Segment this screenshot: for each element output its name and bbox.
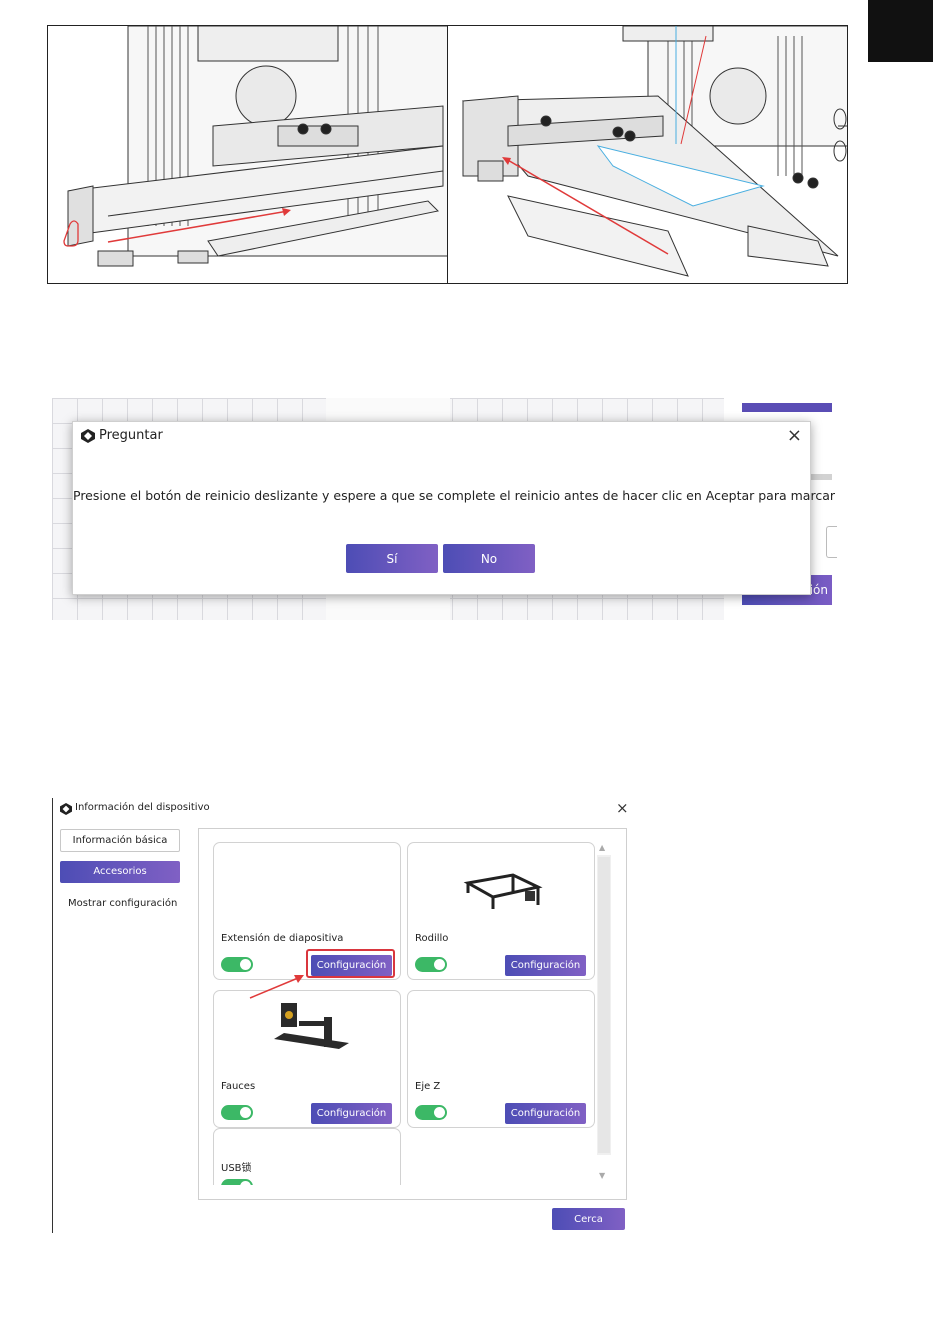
side-input-field[interactable] (826, 526, 837, 558)
ask-dialog: Preguntar × Presione el botón de reinici… (72, 421, 835, 595)
photo-slide-extension-pull (447, 25, 848, 284)
pointer-arrow-icon (249, 975, 304, 999)
accessory-label: Fauces (221, 1081, 256, 1092)
accessory-card-usb-lock: USB锁 (213, 1128, 401, 1185)
app-logo-icon (81, 429, 95, 443)
config-button[interactable]: Configuración (311, 1103, 392, 1124)
app-logo-icon (60, 803, 72, 815)
scroll-up-icon[interactable]: ▲ (599, 843, 606, 852)
no-button[interactable]: No (443, 544, 535, 573)
nav-basic-info[interactable]: Información básica (60, 829, 180, 852)
highlight-frame (306, 949, 395, 978)
scroll-down-icon[interactable]: ▼ (599, 1171, 606, 1180)
photo-slide-extension-push (47, 25, 448, 284)
yes-button[interactable]: Sí (346, 544, 438, 573)
accessory-card-roller: Rodillo Configuración (407, 842, 595, 980)
scrollbar-thumb[interactable] (598, 857, 610, 1153)
accessory-toggle[interactable] (221, 957, 253, 972)
chuck-rotary-icon (274, 1003, 349, 1049)
accessory-toggle[interactable] (221, 1105, 253, 1120)
config-button[interactable]: Configuración (505, 955, 586, 976)
dialog-title: Preguntar (99, 428, 163, 443)
roller-frame-icon (463, 873, 543, 909)
accessory-card-z-axis: Eje Z Configuración (407, 990, 595, 1128)
accessory-label: Rodillo (415, 933, 449, 944)
accessory-toggle[interactable] (221, 1179, 253, 1185)
config-button[interactable]: Configuración (505, 1103, 586, 1124)
accessory-label: Extensión de diapositiva (221, 933, 344, 944)
accessory-card-chuck: Fauces Configuración (213, 990, 401, 1128)
window-title: Información del dispositivo (75, 802, 210, 813)
side-divider (808, 474, 832, 480)
window-edge (52, 798, 53, 1233)
dialog-message: Presione el botón de reinicio deslizante… (73, 488, 835, 503)
close-icon[interactable]: × (616, 799, 629, 817)
config-button[interactable]: Configuración (311, 955, 392, 976)
nav-accessories[interactable]: Accesorios (60, 861, 180, 883)
close-icon[interactable]: × (786, 425, 802, 446)
accessory-label: USB锁 (221, 1163, 252, 1174)
accessory-toggle[interactable] (415, 957, 447, 972)
side-panel-header (742, 403, 832, 412)
close-button[interactable]: Cerca (552, 1208, 625, 1230)
language-tab-marker (868, 0, 933, 62)
accessory-toggle[interactable] (415, 1105, 447, 1120)
accessory-label: Eje Z (415, 1081, 441, 1092)
nav-show-config[interactable]: Mostrar configuración (68, 898, 178, 909)
